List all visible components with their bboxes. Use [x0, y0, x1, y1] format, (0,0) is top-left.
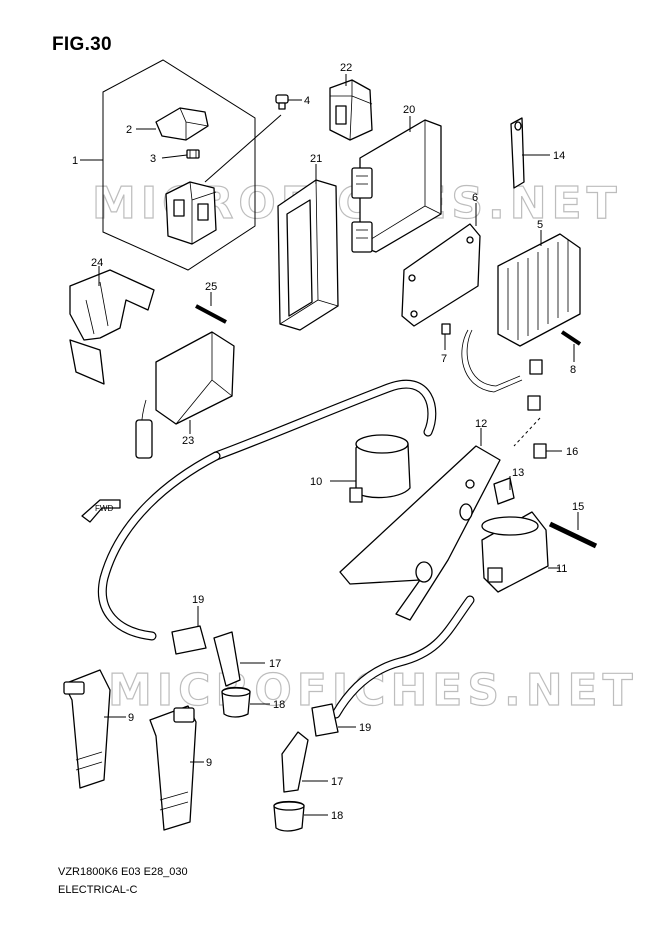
- fuse: [186, 149, 200, 159]
- callout-21: 21: [310, 153, 322, 165]
- ecm-unit-20: [351, 119, 442, 253]
- stick-coil-9a: [63, 669, 111, 789]
- assembly-outline: [102, 59, 256, 271]
- connector-22: [329, 79, 373, 141]
- nut-16: [533, 443, 547, 459]
- sensor-23: [135, 331, 235, 459]
- direction-arrow: FWD: [81, 499, 121, 523]
- plug-boot-19b: [311, 703, 339, 737]
- ecm-holder-21: [277, 179, 339, 331]
- bolt-7: [441, 323, 451, 335]
- callout-6: 6: [472, 192, 478, 204]
- callout-24: 24: [91, 257, 103, 269]
- callout-15: 15: [572, 501, 584, 513]
- callout-17b: 17: [331, 776, 343, 788]
- plug-elbow-17b: [281, 731, 309, 793]
- holder-24: [69, 269, 155, 385]
- plate-12: [339, 445, 501, 621]
- bolt-25: [195, 304, 227, 324]
- callout-10: 10: [310, 476, 322, 488]
- callout-5: 5: [537, 219, 543, 231]
- ignition-coil-11: [481, 511, 549, 593]
- relay-assembly-group: [102, 59, 282, 271]
- callout-3: 3: [150, 153, 156, 165]
- callout-1: 1: [72, 155, 78, 167]
- callout-18b: 18: [331, 810, 343, 822]
- plug-boot-19a: [171, 625, 207, 655]
- callout-22: 22: [340, 62, 352, 74]
- callout-14: 14: [553, 150, 565, 162]
- direction-label: FWD: [95, 504, 113, 513]
- ignition-coil-10: [349, 434, 411, 503]
- callout-17a: 17: [269, 658, 281, 670]
- callout-labels: 1 2 3 4 5 6 7 8 9 9 10 11 12 13 14 15 16…: [72, 62, 584, 822]
- bolt-4: [275, 94, 289, 110]
- callout-9b: 9: [206, 757, 212, 769]
- regulator-5: [461, 233, 581, 411]
- figure-title: FIG.30: [52, 34, 112, 55]
- callout-2: 2: [126, 124, 132, 136]
- bracket-6: [401, 223, 481, 327]
- callout-20: 20: [403, 104, 415, 116]
- callout-12: 12: [475, 418, 487, 430]
- callout-23: 23: [182, 435, 194, 447]
- callout-18a: 18: [273, 699, 285, 711]
- bolt-15: [548, 521, 598, 549]
- callout-11: 11: [556, 563, 567, 575]
- callout-7: 7: [441, 353, 447, 365]
- model-code: VZR1800K6 E03 E28_030: [58, 866, 188, 878]
- bolt-8: [560, 330, 582, 346]
- callout-13: 13: [512, 467, 524, 479]
- lead-harness: [97, 379, 437, 641]
- callout-8: 8: [570, 364, 576, 376]
- callout-4: 4: [304, 95, 310, 107]
- relay-terminal: [173, 199, 185, 217]
- callout-16: 16: [566, 446, 578, 458]
- clamp-14: [510, 117, 525, 189]
- plug-elbow-17a: [213, 631, 241, 687]
- section-name: ELECTRICAL-C: [58, 884, 138, 896]
- cap-18b: [273, 800, 305, 832]
- callout-19b: 19: [359, 722, 371, 734]
- spacer-13: [493, 477, 515, 505]
- callout-25: 25: [205, 281, 217, 293]
- stick-coil-9b: [149, 705, 197, 831]
- cap-18a: [221, 686, 251, 718]
- callout-9a: 9: [128, 712, 134, 724]
- callout-19a: 19: [192, 594, 204, 606]
- leader-lines: [80, 74, 579, 816]
- plug-lead-2: [331, 595, 475, 719]
